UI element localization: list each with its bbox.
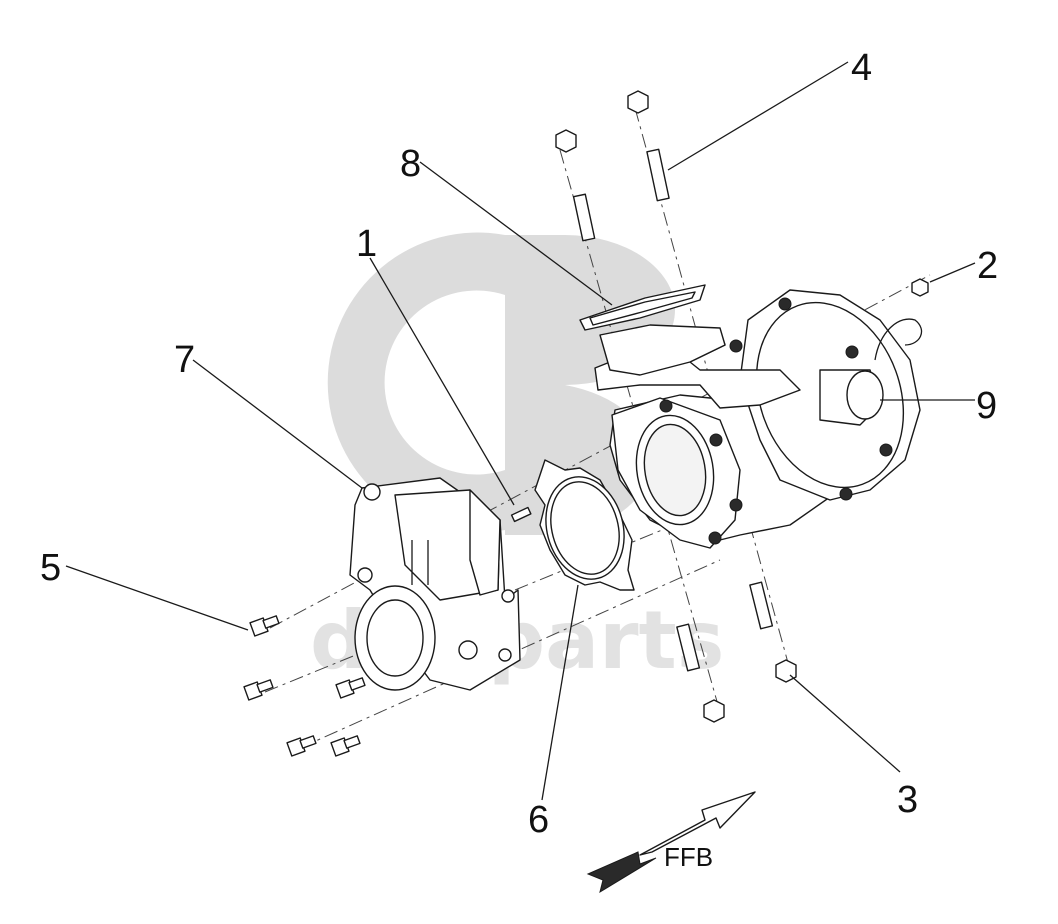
callout-1: 1 [356, 223, 377, 265]
callout-3: 3 [897, 779, 918, 821]
bolt [335, 677, 366, 699]
leader-6 [541, 584, 579, 801]
manifold-gasket [579, 284, 706, 331]
leader-2 [929, 262, 976, 283]
callout-2: 2 [977, 245, 998, 287]
rearward-arrow-icon [586, 851, 657, 894]
leader-5 [65, 565, 249, 631]
stud-set [572, 148, 774, 672]
forward-arrow-icon [639, 791, 756, 856]
callout-4: 4 [851, 47, 872, 89]
stud [646, 148, 670, 202]
bolt [243, 679, 274, 701]
leader-7 [192, 359, 363, 489]
bolt [249, 615, 280, 637]
callout-9: 9 [976, 385, 997, 427]
nut [703, 699, 725, 723]
leader-8 [419, 161, 613, 306]
turbocharger [594, 289, 923, 549]
bolt [330, 735, 361, 757]
leader-1 [369, 257, 515, 506]
leader-lines [65, 61, 976, 801]
nut [775, 659, 797, 683]
dowel-pin [510, 506, 532, 523]
callout-5: 5 [40, 547, 61, 589]
actuator-valve-assembly [349, 477, 521, 691]
washer [911, 278, 929, 297]
direction-label: FFB [664, 842, 713, 872]
callout-numbers: 1 2 3 4 5 6 7 8 9 [40, 47, 998, 841]
bolt-set [243, 615, 366, 757]
stud [676, 623, 701, 672]
nut [627, 90, 649, 114]
flange-gasket [534, 459, 635, 591]
nut-set [555, 90, 797, 723]
leader-3 [789, 674, 901, 773]
bolt [286, 735, 317, 757]
nut [555, 129, 577, 153]
leader-4 [667, 61, 849, 171]
callout-7: 7 [174, 339, 195, 381]
callout-6: 6 [528, 799, 549, 841]
direction-indicator: FFB [586, 791, 756, 894]
callout-8: 8 [400, 143, 421, 185]
stud [749, 581, 774, 630]
stud [572, 193, 596, 242]
